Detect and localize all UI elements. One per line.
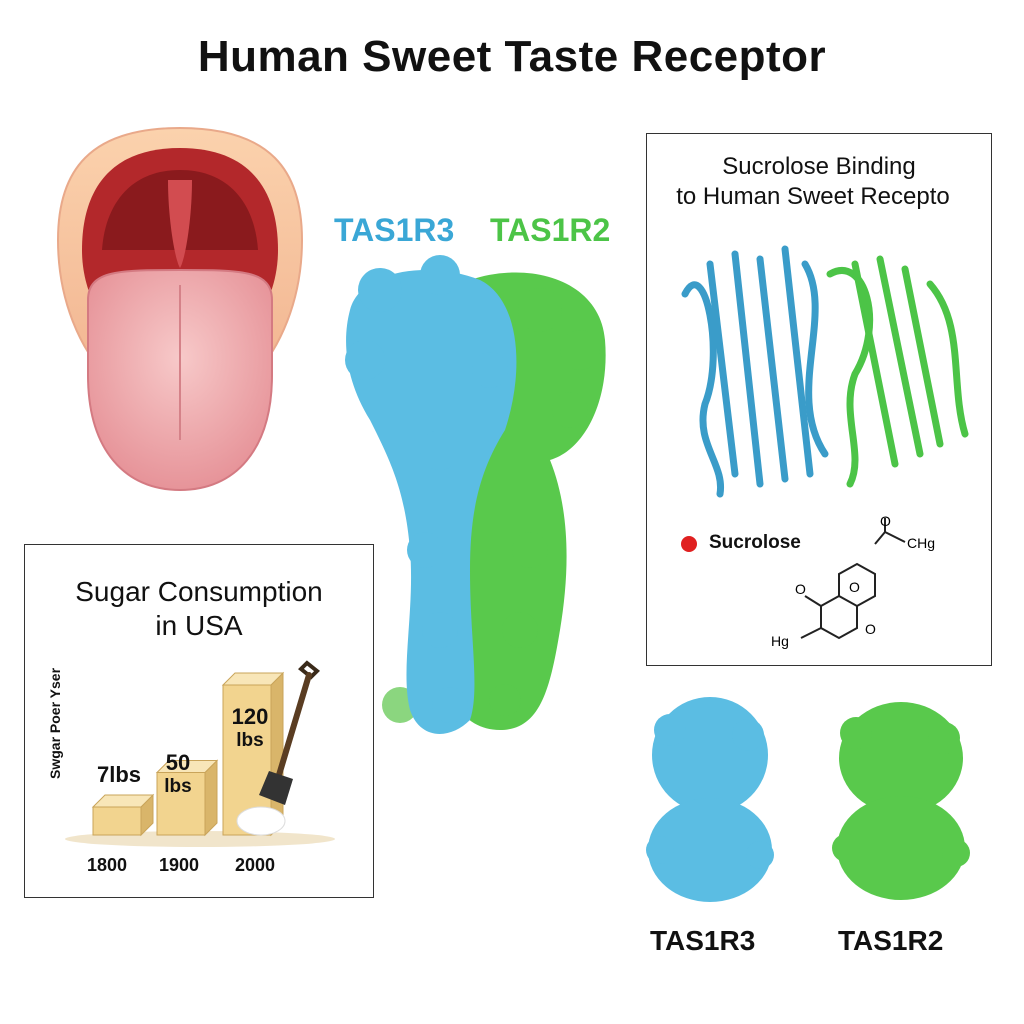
- tas1r2-label-top: TAS1R2: [490, 212, 611, 248]
- sugar-pile: [236, 806, 286, 836]
- molecule-o4: O: [865, 621, 876, 637]
- receptor-dimer-structure: [345, 255, 606, 734]
- binding-title-line1: Sucrolose Binding: [722, 153, 916, 180]
- year-label-2000: 2000: [235, 855, 276, 875]
- bar-value-1900: 50 lbs: [153, 751, 203, 799]
- tas1r3-label-bottom: TAS1R3: [650, 925, 756, 956]
- binding-panel-title: Sucrolose Binding to Human Sweet Recepto: [647, 152, 991, 212]
- bar-value-1900-unit: lbs: [164, 776, 192, 797]
- sugar-bar-1900: [155, 759, 219, 837]
- bar-value-1800: 7lbs: [96, 762, 142, 787]
- sucrolose-molecule: O CHg O O O Hg: [771, 514, 935, 649]
- molecule-o3: O: [849, 579, 860, 595]
- year-label-1900: 1900: [159, 855, 200, 875]
- bar-value-2000: 120 lbs: [225, 705, 275, 753]
- tas1r3-surface-small: [646, 697, 774, 902]
- uvula: [168, 180, 192, 268]
- sugar-title-line1: Sugar Consumption: [75, 576, 323, 607]
- sugar-consumption-panel: Sugar Consumption in USA Swgar Poer Yser…: [24, 544, 374, 898]
- binding-title-line2: to Human Sweet Recepto: [676, 183, 950, 210]
- sugar-bar-1800: [91, 793, 155, 837]
- tas1r2-surface-small: [832, 702, 970, 900]
- mouth-tongue-illustration: [56, 126, 304, 492]
- sugar-panel-title: Sugar Consumption in USA: [25, 575, 373, 643]
- sugar-title-line2: in USA: [155, 610, 243, 641]
- tas1r3-ribbon: [681, 245, 829, 498]
- sucrolose-legend-label: Sucrolose: [709, 532, 801, 553]
- tas1r3-surface: [345, 255, 517, 734]
- molecule-o2: O: [795, 581, 806, 597]
- tas1r2-ribbon: [826, 255, 969, 488]
- tas1r3-label-top: TAS1R3: [334, 212, 455, 248]
- ribbon-structure: [681, 245, 969, 498]
- year-label-1800: 1800: [87, 855, 128, 875]
- molecule-o1: O: [880, 514, 891, 529]
- tas1r2-label-bottom: TAS1R2: [838, 925, 944, 956]
- sucrolose-legend-dot: [681, 536, 697, 552]
- sucrolose-binding-panel: Sucrolose Binding to Human Sweet Recepto…: [646, 133, 992, 666]
- bar-value-1900-number: 50: [165, 750, 191, 775]
- molecule-chg: CHg: [907, 535, 935, 551]
- molecule-hg: Hg: [771, 633, 789, 649]
- bar-value-2000-number: 120: [231, 704, 269, 729]
- page-title: Human Sweet Taste Receptor: [197, 32, 827, 81]
- shovel-icon: [259, 660, 320, 805]
- bar-value-2000-unit: lbs: [236, 730, 264, 751]
